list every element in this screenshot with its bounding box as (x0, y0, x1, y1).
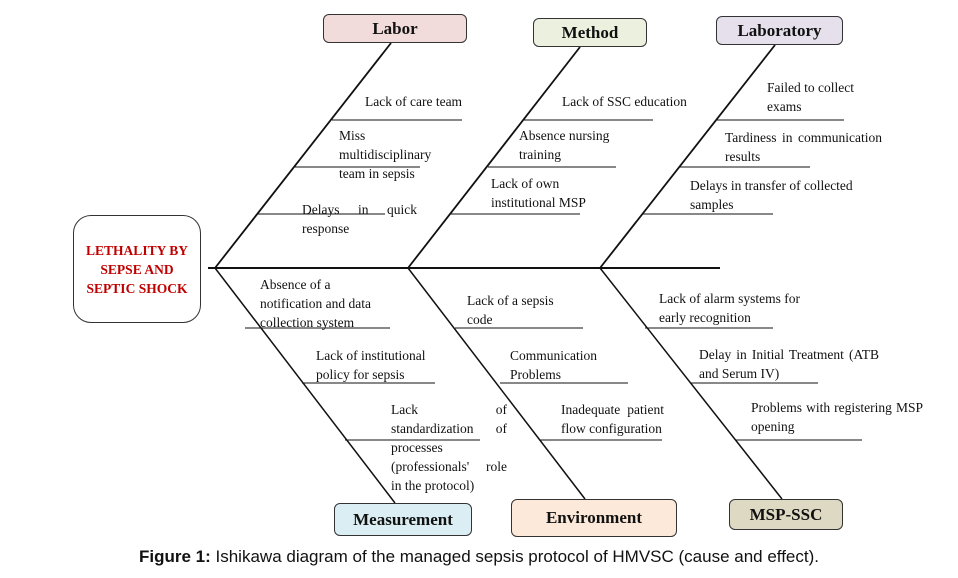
effect-box: LETHALITY BY SEPSE AND SEPTIC SHOCK (73, 215, 201, 323)
cause-labor-3: Delays in quick response (302, 202, 417, 236)
caption-text: Ishikawa diagram of the managed sepsis p… (210, 547, 820, 566)
cause-method-2: Absence nursing training (519, 128, 610, 162)
cause-environment-1: Lack of a sepsis code (467, 293, 554, 327)
cause-method-3: Lack of own institutional MSP (491, 176, 586, 210)
caption-prefix: Figure 1: (138, 547, 211, 566)
category-method: Method (533, 18, 647, 47)
category-environment: Environment (511, 499, 677, 537)
bone-environment (407, 267, 586, 500)
bone-method (407, 46, 581, 269)
category-measurement: Measurement (334, 503, 472, 536)
cause-measurement-3: Lack of standardization of processes (pr… (391, 402, 507, 493)
cause-labor-2: Miss multidisciplinary team in sepsis (339, 128, 432, 181)
cause-environment-3: Inadequate patient flow configuration (561, 402, 664, 436)
cause-msp-ssc-1: Lack of alarm systems for early recognit… (659, 291, 800, 325)
category-laboratory: Laboratory (716, 16, 843, 45)
cause-laboratory-2: Tardiness in communication results (725, 130, 882, 164)
category-msp-ssc: MSP-SSC (729, 499, 843, 530)
cause-msp-ssc-3: Problems with registering MSP opening (751, 400, 923, 434)
cause-measurement-1: Absence of a notification and data colle… (260, 277, 371, 330)
cause-lines (245, 119, 862, 441)
cause-laboratory-3: Delays in transfer of collected samples (690, 178, 853, 212)
bone-laboratory (599, 44, 776, 269)
bone-measurement (214, 267, 396, 504)
cause-laboratory-1: Failed to collect exams (767, 80, 854, 114)
effect-label: LETHALITY BY SEPSE AND SEPTIC SHOCK (86, 242, 188, 296)
bone-labor (214, 42, 392, 269)
cause-msp-ssc-2: Delay in Initial Treatment (ATB and Seru… (699, 347, 879, 381)
figure-caption: Figure 1: Ishikawa diagram of the manage… (0, 547, 958, 567)
cause-environment-2: Communication Problems (510, 348, 597, 382)
cause-labor-1: Lack of care team (365, 94, 463, 109)
cause-measurement-2: Lack of institutional policy for sepsis (316, 348, 426, 382)
category-labor: Labor (323, 14, 467, 43)
cause-method-1: Lack of SSC education (562, 94, 687, 109)
